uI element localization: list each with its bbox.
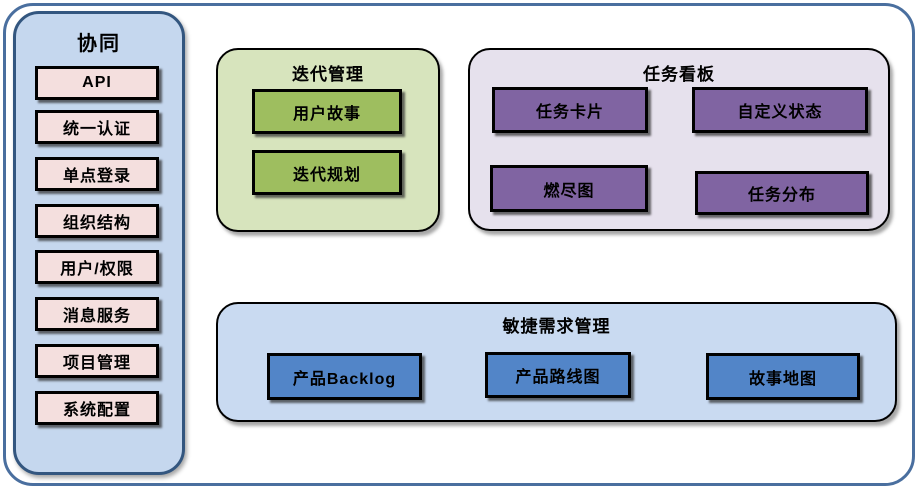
item-burndown-chart: 燃尽图 (490, 165, 648, 212)
sidebar-item-project-management: 项目管理 (35, 344, 159, 378)
panel-task-board-title: 任务看板 (643, 65, 715, 84)
item-user-story: 用户故事 (252, 89, 402, 134)
item-task-card: 任务卡片 (492, 87, 648, 133)
item-product-roadmap: 产品路线图 (485, 352, 631, 398)
sidebar-item-system-config: 系统配置 (35, 391, 159, 425)
panel-iteration-title: 迭代管理 (292, 65, 364, 84)
item-task-distribution: 任务分布 (695, 171, 869, 215)
panel-task-board: 任务看板 任务卡片 自定义状态 燃尽图 任务分布 (468, 48, 890, 231)
sidebar-item-user-permissions: 用户/权限 (35, 250, 159, 284)
sidebar-item-org-structure: 组织结构 (35, 204, 159, 238)
sidebar-item-unified-auth: 统一认证 (35, 110, 159, 144)
panel-collaboration: 协同 API 统一认证 单点登录 组织结构 用户/权限 消息服务 项目管理 系统… (13, 11, 185, 475)
item-iteration-planning: 迭代规划 (252, 150, 402, 195)
sidebar-item-sso: 单点登录 (35, 157, 159, 191)
panel-iteration-management: 迭代管理 用户故事 迭代规划 (216, 48, 440, 232)
panel-collaboration-title: 协同 (77, 33, 121, 55)
item-product-backlog: 产品Backlog (267, 353, 422, 400)
sidebar-item-api: API (35, 66, 159, 100)
item-custom-status: 自定义状态 (692, 87, 868, 133)
panel-agile-requirements-title: 敏捷需求管理 (502, 317, 611, 336)
sidebar-item-message-service: 消息服务 (35, 297, 159, 331)
item-story-map: 故事地图 (706, 353, 860, 400)
panel-agile-requirements: 敏捷需求管理 产品Backlog 产品路线图 故事地图 (216, 302, 897, 422)
